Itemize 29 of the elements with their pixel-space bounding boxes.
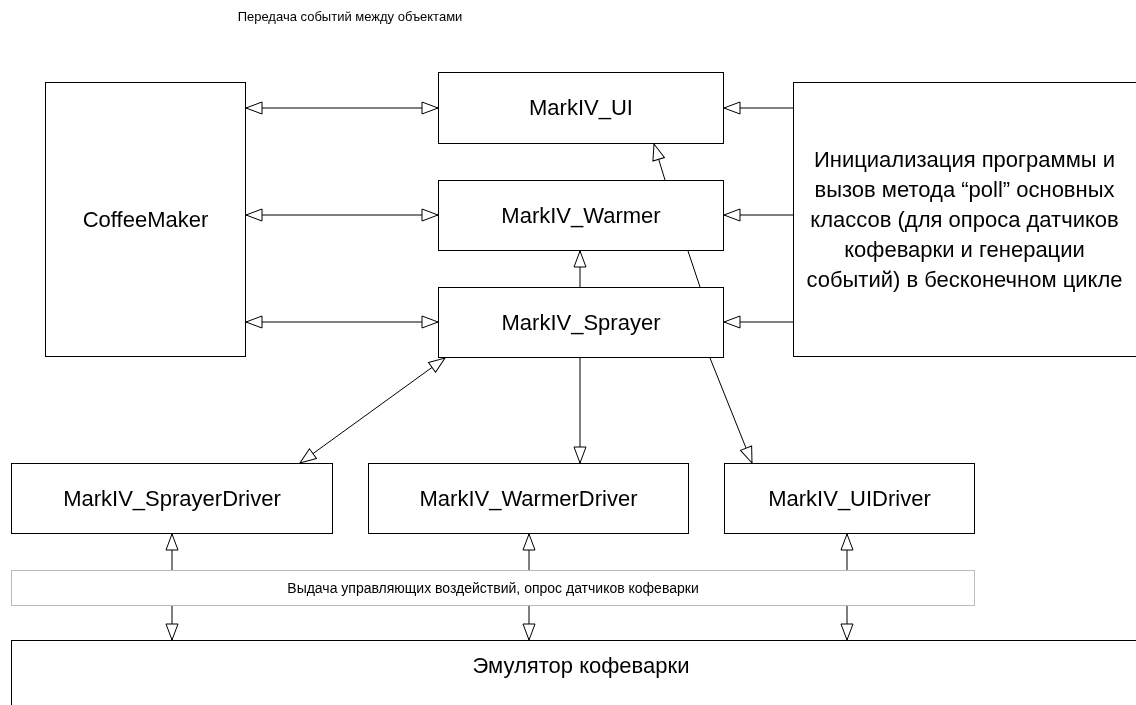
arrow [840, 533, 854, 571]
arrow [573, 357, 587, 464]
arrow [723, 315, 794, 329]
description-box: Инициализация программы и вызов метода “poll” основных классов (для опроса датчиков кофеварки и генерации событий) в бесконечном цикле [793, 82, 1136, 357]
arrow [245, 315, 439, 329]
class-box: MarkIV_Warmer [438, 180, 724, 251]
class-box: MarkIV_WarmerDriver [368, 463, 689, 534]
arrow [299, 357, 446, 464]
arrow [709, 357, 753, 464]
class-box: MarkIV_Sprayer [438, 287, 724, 358]
arrow [652, 143, 666, 181]
class-box: MarkIV_SprayerDriver [11, 463, 333, 534]
arrow [245, 208, 439, 222]
arrow [165, 605, 179, 641]
emulator-box: Эмулятор кофеварки [11, 640, 1136, 705]
class-box: MarkIV_UIDriver [724, 463, 975, 534]
arrow [522, 605, 536, 641]
class-box: CoffeeMaker [45, 82, 246, 357]
arrow [165, 533, 179, 571]
class-box: MarkIV_UI [438, 72, 724, 144]
connector-line [687, 250, 701, 288]
interface-band: Выдача управляющих воздействий, опрос датчиков кофеварки [11, 570, 975, 606]
arrow [573, 250, 587, 288]
arrow [245, 101, 439, 115]
arrow [522, 533, 536, 571]
annotation-text: Передача событий между объектами [236, 9, 464, 25]
arrow [840, 605, 854, 641]
arrow [723, 101, 794, 115]
arrow [723, 208, 794, 222]
